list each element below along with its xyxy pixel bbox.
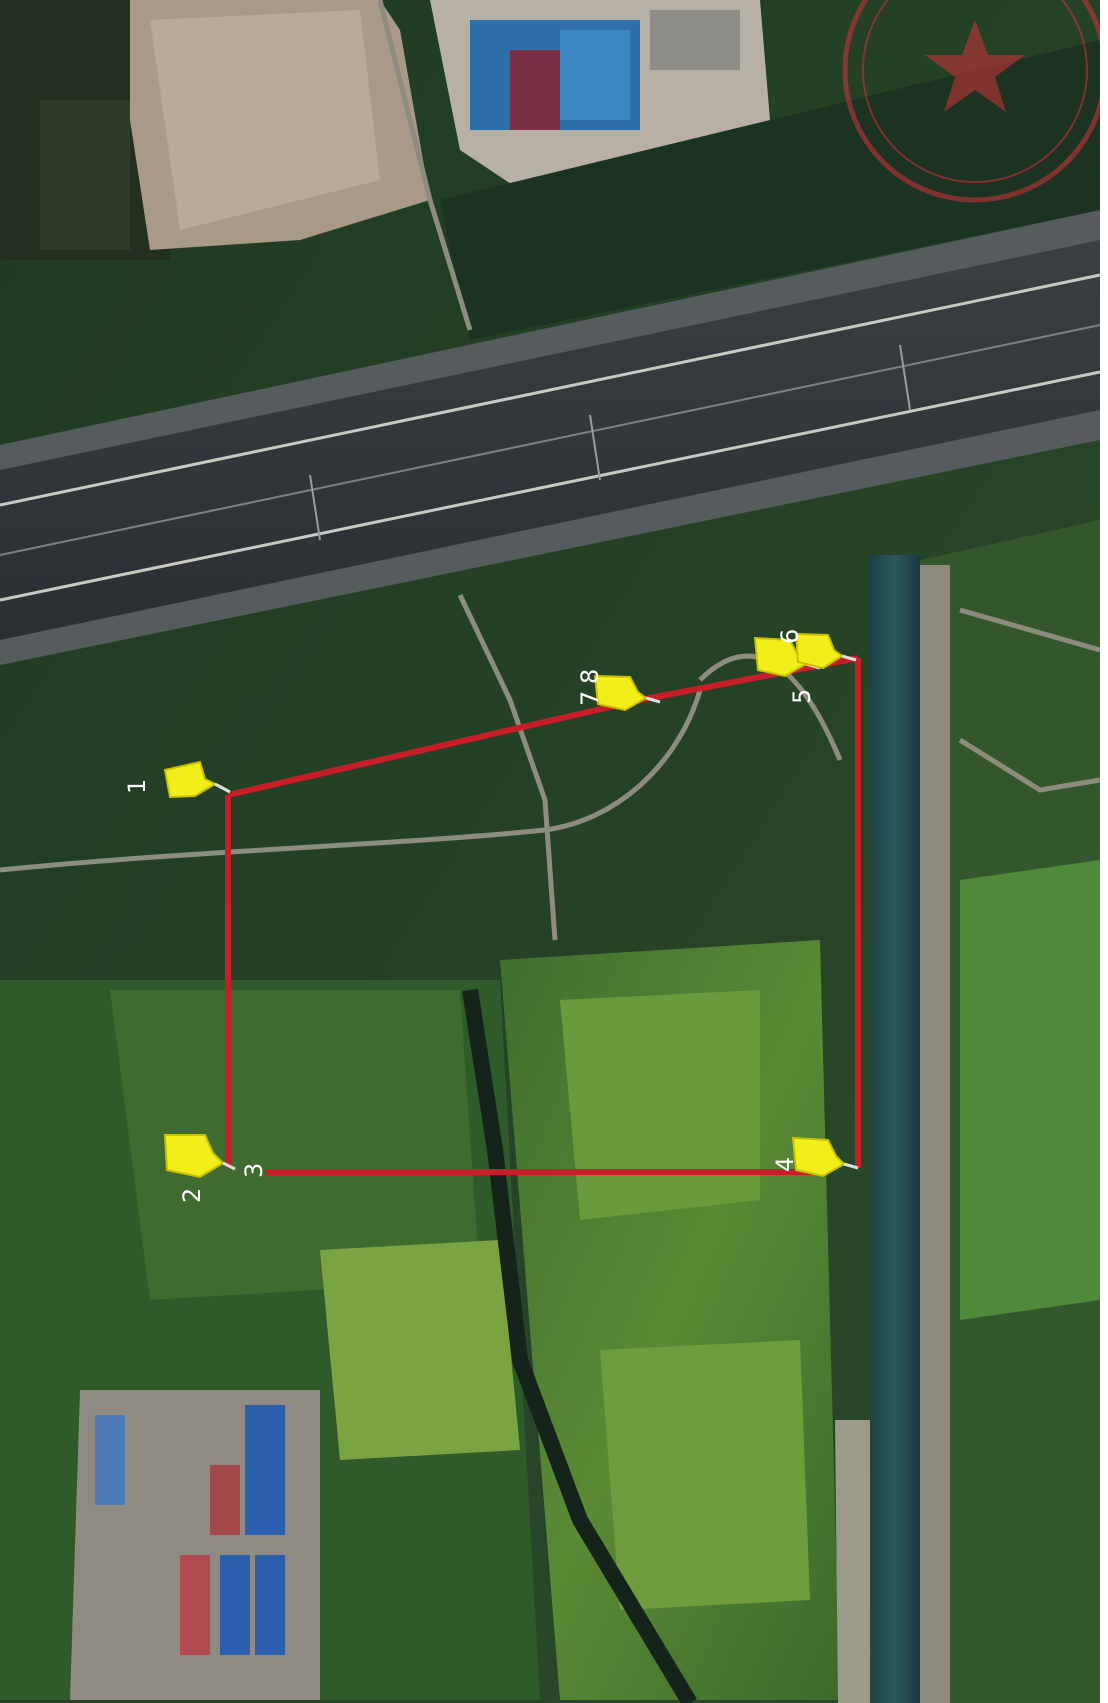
pin-label-1: 1 [123, 779, 151, 794]
pin-5[interactable]: 5 [753, 636, 821, 704]
pin-label-7: 7 [576, 691, 604, 706]
boundary-edge-8-1 [227, 697, 641, 798]
pin-7-8[interactable]: 7 8 [576, 669, 661, 712]
dirt-paths [0, 0, 1101, 941]
pin-label-8: 8 [576, 669, 604, 684]
construction-site [0, 0, 430, 260]
canal [835, 555, 950, 1703]
forest-belt [440, 40, 1100, 340]
pin-4[interactable]: 4 [771, 1136, 859, 1178]
east-field [960, 860, 1100, 1320]
fields [0, 940, 840, 1700]
pin-label-6: 6 [776, 629, 804, 644]
pin-label-3: 3 [240, 1163, 268, 1178]
highway [0, 210, 1101, 665]
pin-label-5: 5 [788, 689, 816, 704]
pin-label-2: 2 [178, 1188, 206, 1203]
pin-6[interactable]: 6 [776, 629, 857, 670]
drainage-ditch [462, 988, 697, 1703]
page-margin [1100, 0, 1108, 1703]
pin-label-4: 4 [771, 1157, 799, 1172]
survey-boundary [225, 655, 861, 1175]
pin-1[interactable]: 1 [123, 760, 231, 799]
pin-2[interactable]: 2 [163, 1134, 236, 1203]
bottom-buildings [70, 1390, 320, 1700]
survey-pins: 1 2 3 4 5 6 7 8 [123, 629, 859, 1203]
